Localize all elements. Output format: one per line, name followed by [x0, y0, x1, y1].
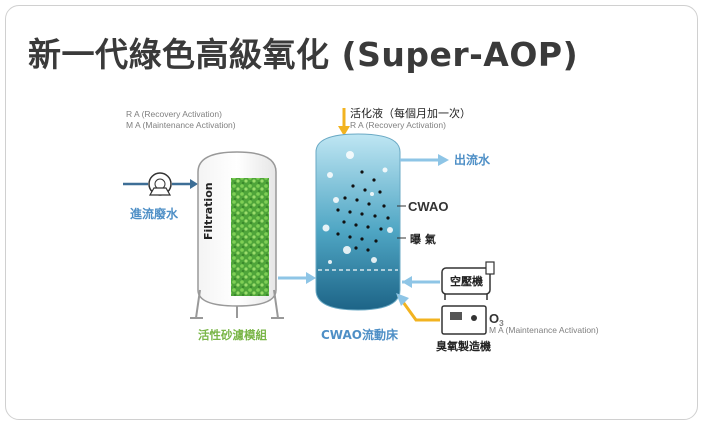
air-compressor	[402, 261, 495, 300]
inlet-label: 進流廢水	[130, 206, 179, 221]
pump-icon	[148, 172, 172, 196]
outlet-label: 出流水	[454, 152, 491, 167]
inlet-pipe	[123, 179, 198, 189]
transfer-arrow	[278, 272, 316, 284]
activation-feed-sub: R A (Recovery Activation)	[350, 120, 446, 130]
compressor-label: 空壓機	[450, 274, 483, 288]
reactor-bed-label: CWAO流動床	[321, 327, 399, 342]
ozone-ma-label: M A (Maintenance Activation)	[489, 325, 599, 335]
activation-feed-label: 活化液（每個月加一次）	[350, 106, 471, 120]
legend-ma-text: M A (Maintenance Activation)	[126, 120, 236, 130]
cwao-reactor	[315, 133, 401, 311]
cwao-label: CWAO	[408, 199, 448, 214]
ozone-symbol: O	[489, 311, 499, 326]
legend-ra-text: R A (Recovery Activation)	[126, 109, 222, 119]
sand-filter-media	[231, 178, 269, 296]
filter-module-label: 活性砂濾模組	[198, 328, 267, 342]
ozone-generator-label: 臭氧製造機	[436, 339, 491, 353]
bubble-group	[322, 151, 393, 264]
outlet-arrow	[400, 154, 449, 166]
activation-feed-arrow	[338, 108, 350, 136]
filtration-vertical-label: Filtration	[202, 182, 215, 240]
slide-card: 新一代綠色高級氧化 (Super-AOP)	[5, 5, 698, 420]
ozone-subscript: 3	[499, 318, 504, 328]
page-title: 新一代綠色高級氧化 (Super-AOP)	[28, 35, 579, 74]
filtration-tank	[190, 151, 284, 319]
aeration-label: 曝 氣	[410, 232, 436, 246]
ozone-generator	[396, 293, 487, 335]
catalyst-particles	[336, 170, 390, 252]
